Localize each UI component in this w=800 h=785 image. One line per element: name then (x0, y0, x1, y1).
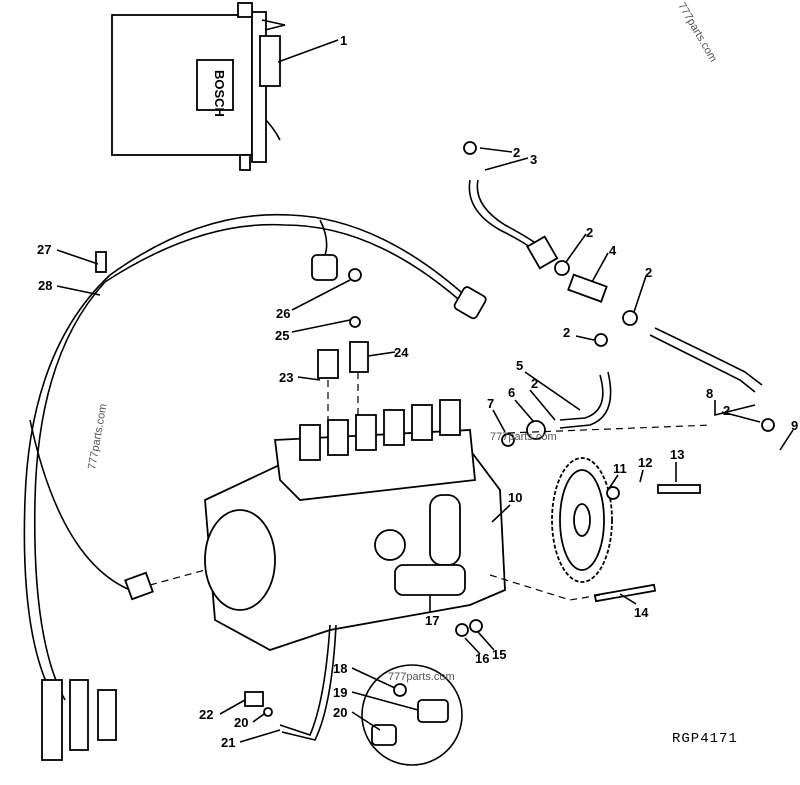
callout-2: 2 (586, 225, 593, 240)
watermark: 777parts.com (675, 1, 719, 65)
delivery-valves (299, 399, 461, 461)
detail-circle (361, 664, 463, 766)
wiring-harness (23, 213, 487, 761)
callout-2: 2 (563, 325, 570, 340)
callout-20: 20 (234, 715, 248, 730)
callout-12: 12 (638, 455, 652, 470)
callout-19: 19 (333, 685, 347, 700)
ecu-brand-label: BOSCH (212, 70, 227, 117)
callout-6: 6 (508, 385, 515, 400)
stud-14 (593, 583, 657, 603)
callout-11: 11 (613, 461, 627, 476)
callout-9: 9 (791, 418, 798, 433)
fuel-lines (279, 141, 775, 741)
ecu-module: BOSCH (111, 2, 286, 171)
callout-26: 26 (276, 306, 290, 321)
callout-21: 21 (221, 735, 235, 750)
callout-17: 17 (425, 613, 439, 628)
leader-lines (56, 39, 794, 743)
callout-10: 10 (508, 490, 522, 505)
callout-15: 15 (492, 647, 506, 662)
bolt-13 (657, 484, 701, 494)
watermark: 777parts.com (388, 671, 455, 683)
callout-1: 1 (340, 33, 347, 48)
watermark: 777parts.com (86, 403, 109, 471)
callout-24: 24 (394, 345, 409, 360)
callout-2: 2 (723, 403, 730, 418)
callout-22: 22 (199, 707, 213, 722)
reference-number: RGP4171 (672, 731, 738, 747)
injection-pump (204, 399, 506, 651)
callout-4: 4 (609, 243, 617, 258)
callout-25: 25 (275, 328, 289, 343)
callout-8: 8 (706, 386, 713, 401)
callout-20: 20 (333, 705, 347, 720)
callout-2: 2 (531, 376, 538, 391)
callout-2: 2 (513, 145, 520, 160)
callout-14: 14 (634, 605, 649, 620)
drive-gear (551, 457, 613, 583)
callout-23: 23 (279, 370, 293, 385)
callout-2: 2 (645, 265, 652, 280)
callout-27: 27 (37, 242, 51, 257)
callout-16: 16 (475, 651, 489, 666)
callout-3: 3 (530, 152, 537, 167)
callout-13: 13 (670, 447, 684, 462)
callout-7: 7 (487, 396, 494, 411)
callout-28: 28 (38, 278, 52, 293)
sensor-24 (349, 341, 369, 373)
sensor-23 (317, 349, 339, 379)
callout-5: 5 (516, 358, 523, 373)
watermark: 777parts.com (490, 431, 557, 443)
callout-18: 18 (333, 661, 347, 676)
callouts: 1 2 3 2 4 2 2 5 2 6 7 8 2 9 10 11 12 13 … (37, 33, 798, 750)
